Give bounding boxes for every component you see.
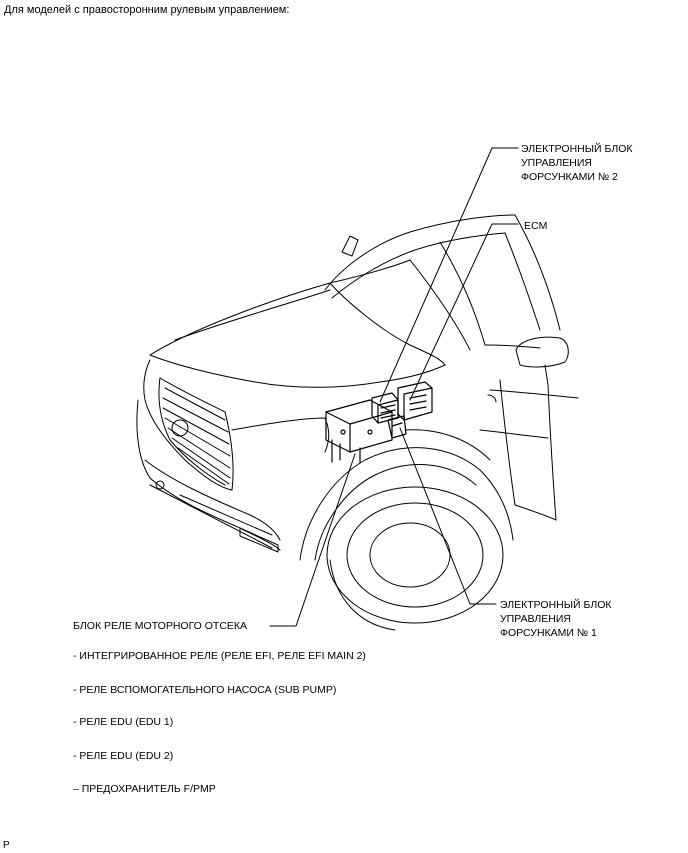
label-edu-1: ЭЛЕКТРОННЫЙ БЛОК УПРАВЛЕНИЯ ФОРСУНКАМИ №… bbox=[500, 598, 612, 640]
engine-relay-block bbox=[325, 399, 393, 463]
windshield bbox=[324, 214, 561, 346]
leader-edu2 bbox=[379, 147, 519, 403]
leader-edu1 bbox=[399, 427, 497, 605]
label-edu-2-line-2: УПРАВЛЕНИЯ bbox=[521, 157, 593, 169]
hood bbox=[149, 259, 471, 388]
leader-lines bbox=[269, 147, 519, 627]
footer-mark: P bbox=[3, 840, 10, 851]
label-edu-2-line-3: ФОРСУНКАМИ № 2 bbox=[521, 171, 618, 183]
label-edu-1-line-2: УПРАВЛЕНИЯ bbox=[500, 613, 572, 625]
label-ecm: ECM bbox=[524, 220, 548, 232]
side-mirror bbox=[341, 235, 569, 386]
label-edu-2-line-1: ЭЛЕКТРОННЫЙ БЛОК bbox=[521, 143, 633, 155]
relay-item-integrated: - ИНТЕГРИРОВАННОЕ РЕЛЕ (РЕЛЕ EFI, РЕЛЕ E… bbox=[73, 650, 366, 662]
relay-item-edu1: - РЕЛЕ EDU (EDU 1) bbox=[73, 716, 174, 728]
edu-unit-1 bbox=[387, 415, 407, 439]
front-grille bbox=[143, 359, 330, 491]
leader-ecm bbox=[409, 223, 519, 401]
ecm-unit bbox=[397, 381, 433, 421]
side-body bbox=[479, 344, 579, 521]
relay-item-sub-pump: - РЕЛЕ ВСПОМОГАТЕЛЬНОГО НАСОСА (SUB PUMP… bbox=[73, 684, 337, 696]
page-header: Для моделей с правосторонним рулевым упр… bbox=[4, 4, 290, 16]
label-edu-2: ЭЛЕКТРОННЫЙ БЛОК УПРАВЛЕНИЯ ФОРСУНКАМИ №… bbox=[521, 142, 633, 184]
label-edu-1-line-1: ЭЛЕКТРОННЫЙ БЛОК bbox=[500, 599, 612, 611]
front-tire bbox=[326, 486, 504, 631]
relay-item-edu2: - РЕЛЕ EDU (EDU 2) bbox=[73, 750, 174, 762]
front-fender bbox=[299, 429, 514, 561]
front-bumper bbox=[136, 399, 281, 553]
relay-item-fuse-fpmp: – ПРЕДОХРАНИТЕЛЬ F/PMP bbox=[73, 783, 216, 795]
label-relay-block: БЛОК РЕЛЕ МОТОРНОГО ОТСЕКА bbox=[73, 620, 248, 632]
label-edu-1-line-3: ФОРСУНКАМИ № 1 bbox=[500, 627, 597, 639]
leader-relay bbox=[269, 453, 356, 627]
